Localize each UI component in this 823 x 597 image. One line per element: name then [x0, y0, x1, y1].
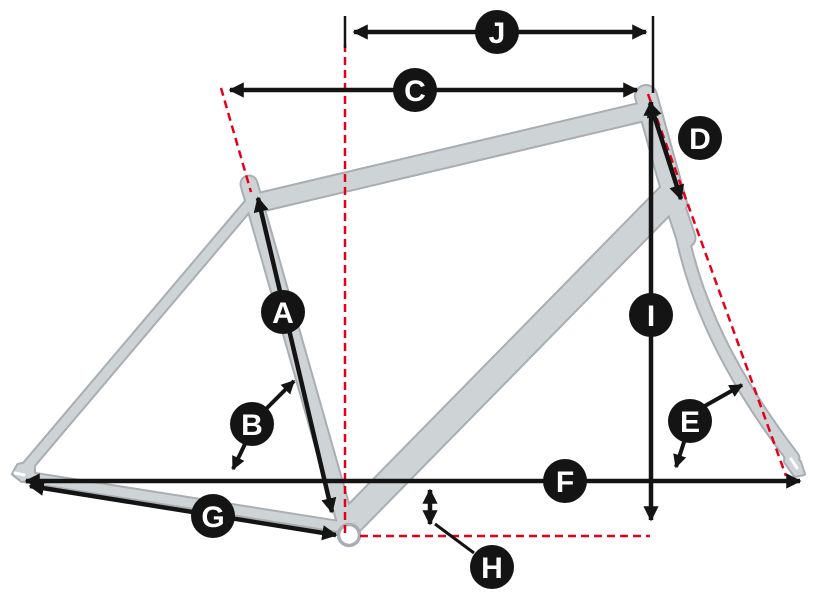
angle-arrow-B-upper — [264, 379, 296, 411]
dimension-label-I-circle — [629, 293, 673, 337]
dimension-label-J-circle — [475, 10, 519, 54]
dimension-label-A: A — [272, 297, 294, 330]
dimension-label-I: I — [647, 300, 655, 333]
dimension-label-G: G — [201, 501, 224, 534]
dimension-label-C-circle — [393, 68, 437, 112]
dimension-label-F: F — [556, 466, 574, 499]
seat-tube-axis-dashed — [219, 87, 253, 193]
bottom-bracket-shell — [336, 522, 362, 548]
chain-stay — [21, 472, 347, 532]
dimension-label-H-circle — [470, 545, 514, 589]
angle-arrow-B-lower — [231, 443, 247, 471]
label-H-leader-line — [434, 522, 475, 555]
dimension-label-F-circle — [543, 459, 587, 503]
seat-stay — [21, 196, 257, 473]
angle-arrow-E-lower — [673, 441, 687, 469]
angle-arrow-E-upper — [702, 383, 744, 409]
dimension-label-H: H — [481, 552, 503, 585]
dimension-labels: A B C D E F G H I J — [191, 10, 722, 589]
top-tube — [248, 103, 651, 212]
dimension-label-J: J — [489, 17, 506, 50]
dimension-label-E-circle — [668, 399, 712, 443]
down-tube — [339, 185, 681, 533]
dimension-label-E: E — [680, 406, 700, 439]
dimension-label-A-circle — [261, 290, 305, 334]
frame-fill — [13, 86, 804, 548]
dimension-label-B: B — [241, 409, 263, 442]
seat-tube — [241, 176, 354, 532]
dim-arrow-A — [253, 196, 337, 514]
front-dropout-slot — [789, 457, 799, 470]
dimension-label-D: D — [689, 123, 711, 156]
dimension-label-B-circle — [230, 402, 274, 446]
fork-blade — [672, 206, 799, 464]
rear-dropout-slot — [13, 471, 26, 477]
dim-arrow-G — [28, 480, 338, 541]
dimension-label-D-circle — [678, 116, 722, 160]
dimension-label-G-circle — [191, 494, 235, 538]
dimension-label-C: C — [404, 75, 426, 108]
